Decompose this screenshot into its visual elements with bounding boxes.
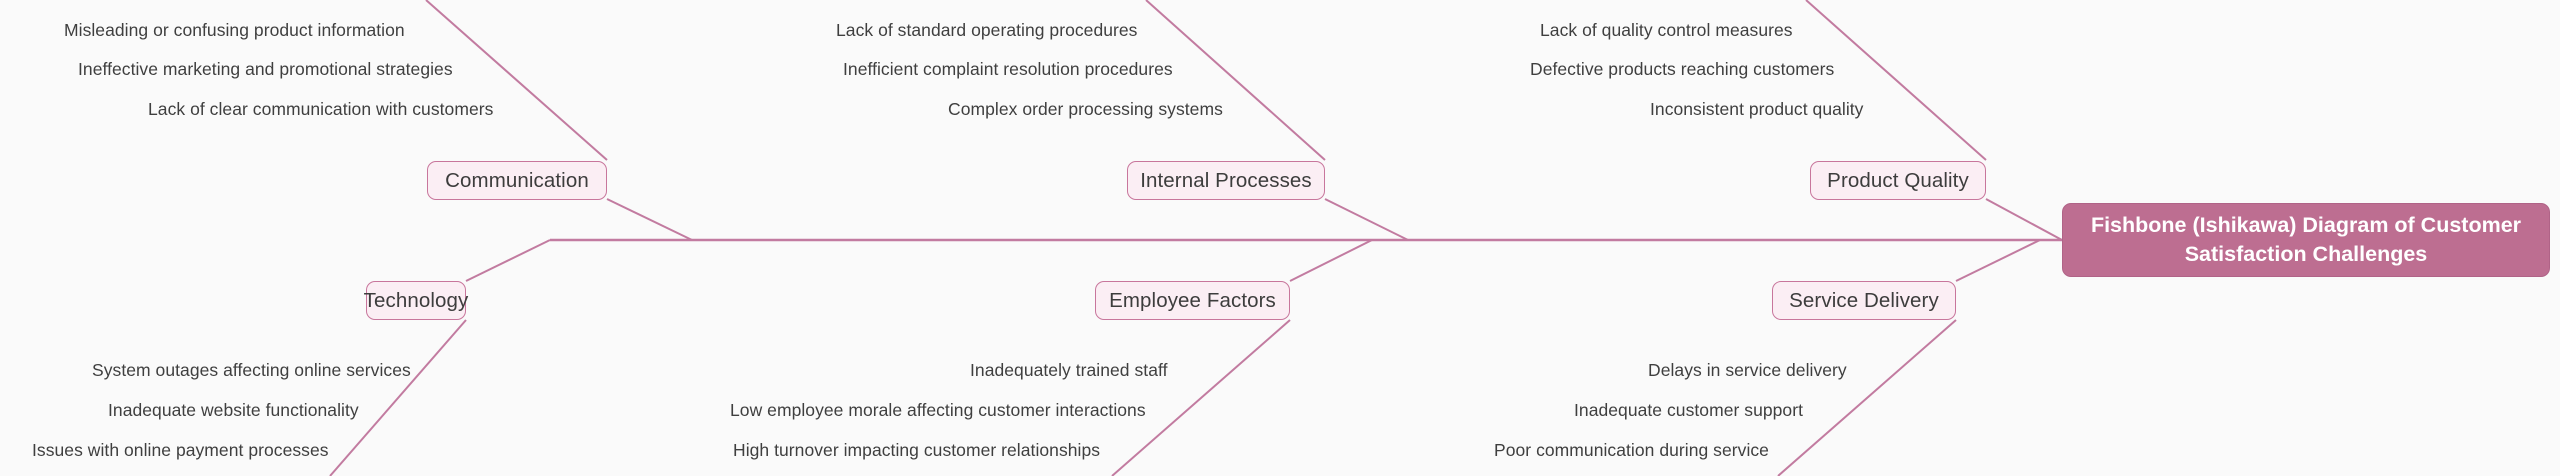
- branch-internal-processes-upper: [1145, 0, 1326, 161]
- category-label-communication: Communication: [445, 168, 589, 192]
- cause-label: Inconsistent product quality: [1650, 99, 1864, 119]
- cause-label: Issues with online payment processes: [32, 440, 329, 460]
- cause-label: Lack of clear communication with custome…: [148, 99, 494, 119]
- branch-product-quality: [1985, 198, 2063, 241]
- cause-label: Inadequate customer support: [1574, 400, 1803, 420]
- cause-label: Poor communication during service: [1494, 440, 1769, 460]
- category-box-internal-processes[interactable]: Internal Processes: [1127, 161, 1325, 200]
- branch-employee-factors: [1289, 239, 1373, 282]
- diagram-head-text: Fishbone (Ishikawa) Diagram of Customer …: [2091, 211, 2521, 269]
- cause-label: System outages affecting online services: [92, 360, 411, 380]
- cause-label: Lack of standard operating procedures: [836, 20, 1138, 40]
- branch-technology-lower: [329, 319, 467, 476]
- branch-internal-processes: [1324, 198, 1409, 241]
- diagram-head-box: Fishbone (Ishikawa) Diagram of Customer …: [2062, 203, 2550, 277]
- branch-technology: [465, 239, 551, 282]
- branch-product-quality-upper: [1805, 0, 1987, 161]
- branch-communication: [606, 198, 693, 241]
- category-label-product-quality: Product Quality: [1827, 168, 1969, 192]
- cause-label: Defective products reaching customers: [1530, 59, 1835, 79]
- cause-label: Ineffective marketing and promotional st…: [78, 59, 453, 79]
- cause-label: Misleading or confusing product informat…: [64, 20, 405, 40]
- cause-label: Inefficient complaint resolution procedu…: [843, 59, 1173, 79]
- category-box-technology[interactable]: Technology: [363, 281, 469, 320]
- branch-employee-factors-lower: [1111, 319, 1291, 476]
- diagram-title-line-2: Satisfaction Challenges: [2184, 242, 2428, 266]
- category-box-communication[interactable]: Communication: [427, 161, 607, 200]
- cause-label: Delays in service delivery: [1648, 360, 1847, 380]
- branch-service-delivery: [1955, 239, 2041, 282]
- category-label-employee-factors: Employee Factors: [1109, 288, 1276, 312]
- cause-label: Inadequately trained staff: [970, 360, 1168, 380]
- category-box-employee-factors[interactable]: Employee Factors: [1095, 281, 1290, 320]
- cause-label: Low employee morale affecting customer i…: [730, 400, 1146, 420]
- category-label-service-delivery: Service Delivery: [1789, 288, 1939, 312]
- category-box-service-delivery[interactable]: Service Delivery: [1772, 281, 1956, 320]
- branch-communication-upper: [425, 0, 608, 161]
- cause-label: Inadequate website functionality: [108, 400, 359, 420]
- cause-label: Lack of quality control measures: [1540, 20, 1793, 40]
- diagram-title-line-1: Fishbone (Ishikawa) Diagram of Customer: [2090, 212, 2522, 237]
- category-label-internal-processes: Internal Processes: [1140, 168, 1312, 192]
- category-label-technology: Technology: [363, 288, 469, 312]
- cause-label: High turnover impacting customer relatio…: [733, 440, 1101, 460]
- cause-label: Complex order processing systems: [948, 99, 1223, 119]
- category-box-product-quality[interactable]: Product Quality: [1810, 161, 1986, 200]
- branch-service-delivery-lower: [1777, 319, 1957, 476]
